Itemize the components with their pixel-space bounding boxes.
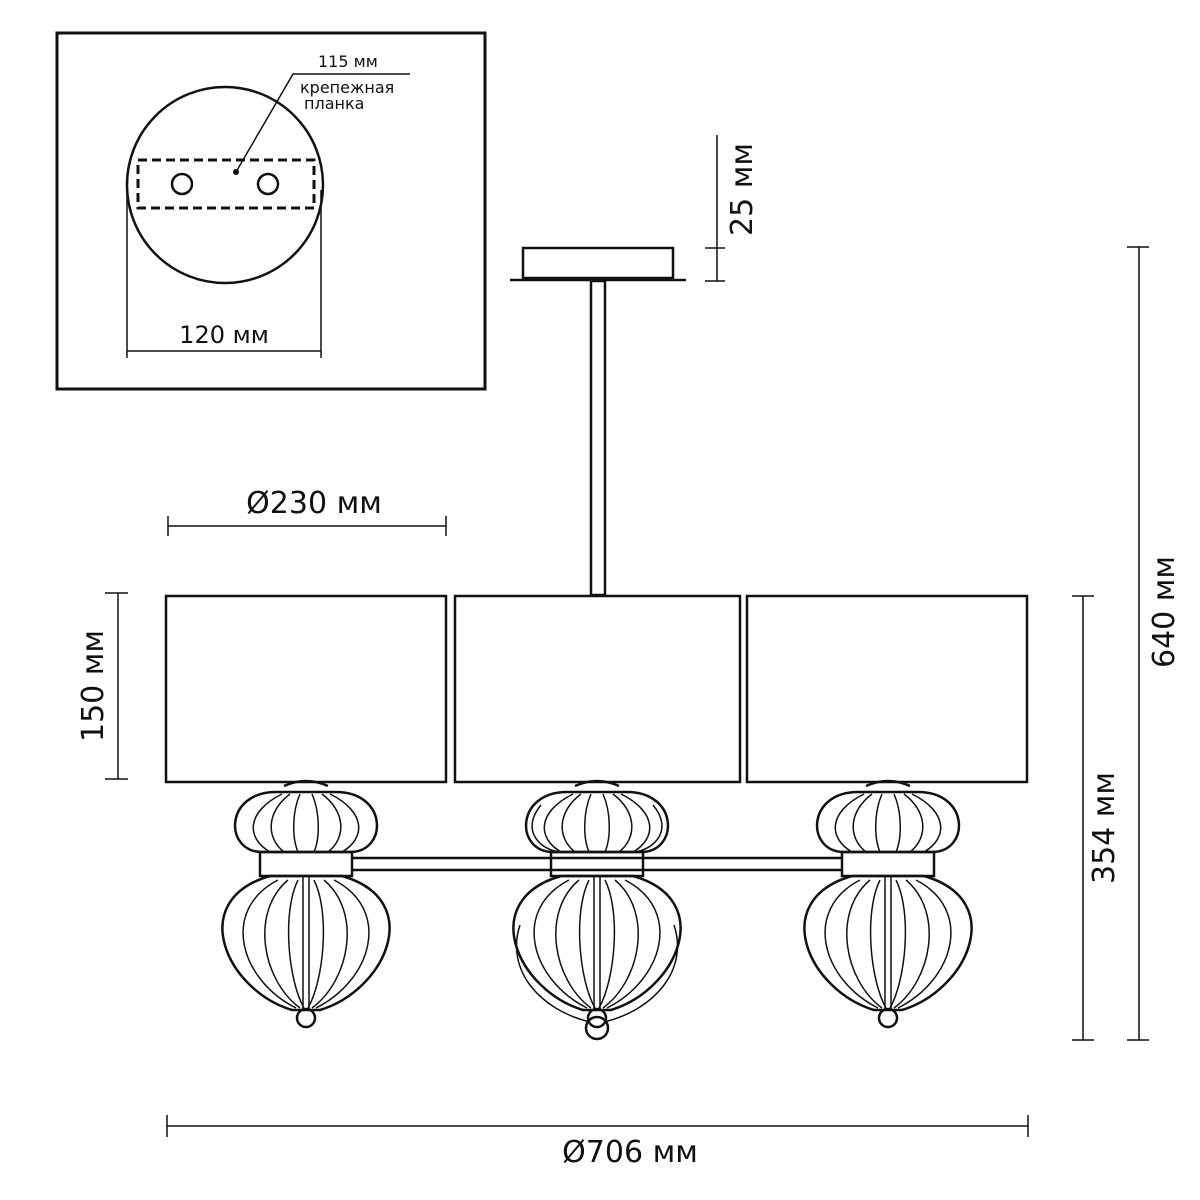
shade-height-label: 150 мм [76, 630, 111, 742]
inset-frame [55, 31, 487, 391]
total-height-label: 640 мм [1147, 556, 1182, 668]
mount-hole-right [256, 172, 280, 196]
canopy-height-dimension: 25 мм [705, 135, 760, 282]
shade-diameter-dimension: Ø230 мм [167, 486, 447, 536]
horizontal-arm [352, 856, 842, 872]
glass-body-right [803, 779, 973, 1029]
shade-center [453, 594, 742, 784]
total-diameter-label: Ø706 мм [562, 1135, 698, 1170]
shade-diameter-label: Ø230 мм [246, 486, 382, 521]
canopy [510, 246, 686, 597]
hole-spacing-label: 115 мм [318, 52, 378, 71]
canopy-height-label: 25 мм [725, 143, 760, 236]
shade-right [745, 594, 1029, 784]
glass-body-left [221, 779, 391, 1029]
bracket-label-line1: крепежная [300, 78, 394, 97]
bracket-leader-line [235, 73, 410, 173]
shade-left [164, 594, 448, 784]
bracket-label-line2: планка [304, 94, 364, 113]
body-height-label: 354 мм [1087, 772, 1122, 884]
total-height-dimension: 640 мм [1127, 246, 1182, 1041]
glass-body-center [512, 779, 682, 1029]
mounting-bracket [136, 158, 316, 210]
mount-hole-left [170, 172, 194, 196]
glass-body-center-detail [515, 804, 679, 1041]
plate-width-label: 120 мм [179, 321, 269, 349]
suspension-rod [589, 279, 607, 597]
total-diameter-dimension: Ø706 мм [166, 1115, 1029, 1170]
canopy-body [521, 246, 675, 280]
lamp-shades [164, 594, 1029, 784]
body-height-dimension: 354 мм [1072, 595, 1122, 1041]
mounting-plate-inset: 115 мм крепежная планка 120 мм [55, 31, 487, 391]
shade-height-dimension: 150 мм [76, 592, 128, 780]
ceiling-plate-circle [125, 85, 325, 285]
